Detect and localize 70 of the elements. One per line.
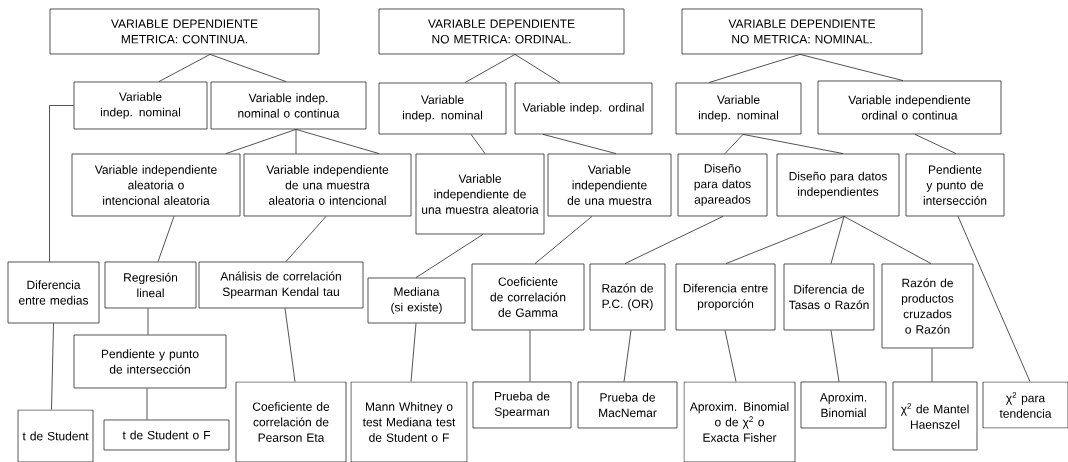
text-box: Variable independiente aleatoria o intencional aleatoria (71, 153, 241, 217)
connector-line (534, 216, 593, 264)
connector-line (724, 330, 737, 382)
connector-line (158, 54, 211, 82)
text-box: Diseño para datos apareados (677, 153, 768, 217)
connector-line (957, 216, 1031, 382)
connector-line (146, 388, 148, 420)
connector-line (843, 216, 932, 264)
connector-line (799, 54, 904, 81)
text-box: VARIABLE DEPENDIENTE METRICA: CONTINUA. (49, 8, 320, 55)
text-box: χ$^{2}$ para tendencia (982, 381, 1068, 429)
text-box: Variable indep. nominal (73, 81, 208, 130)
text-box: Razón de P.C. (OR) (589, 263, 666, 331)
connector-line (623, 330, 632, 382)
text-box: Aproxim. Binomial o de χ$^{2}$ o Exacta Fisher (683, 381, 796, 462)
text-box: Aproxim. Binomial (800, 381, 887, 429)
text-box: t de Student (17, 409, 94, 462)
connector-line (51, 323, 54, 410)
text-box: Diferencia de Tasas o Razón (783, 263, 875, 331)
connector-line (470, 134, 486, 154)
text-box: Prueba de Spearman (472, 381, 572, 429)
connector-line (285, 216, 327, 262)
connector-line (284, 308, 296, 382)
connector-line (542, 134, 617, 154)
connector-line (724, 134, 744, 154)
connector-line (464, 54, 516, 83)
text-box: Variable independiente de una muestra (547, 153, 672, 217)
connector-line (742, 134, 844, 154)
connector-line (225, 129, 297, 154)
text-box: Diseño para datos independientes (776, 153, 900, 217)
text-box: χ$^{2}$ de Mantel Haenszel (892, 381, 978, 451)
text-box: Variable indep. nominal (675, 82, 802, 135)
connector-line (830, 330, 840, 382)
text-box: Mann Whitney o test Mediana test de Student o F (350, 381, 468, 462)
connector-line (209, 54, 287, 82)
connector-line (931, 348, 933, 382)
text-box: t de Student o F (103, 419, 230, 451)
text-box: Análisis de correlación Spearman Kendal tau (198, 261, 364, 309)
text-box: Variable indep. nominal (378, 82, 507, 135)
connector-line (49, 105, 74, 262)
connector-line (147, 308, 149, 335)
text-box: Variable independiente de una muestra aleatoria (415, 153, 545, 235)
connector-line (529, 330, 531, 382)
text-box: Variable independiente de una muestra aleatoria o intencional (243, 153, 412, 217)
connector-line (514, 54, 561, 83)
connector-line (708, 54, 801, 83)
text-box: Variable independiente ordinal o continua (817, 80, 1002, 135)
text-box: Variable indep. nominal o continua (210, 81, 367, 130)
text-box: Regresión lineal (104, 261, 197, 309)
text-box: Mediana (si existe) (367, 277, 466, 324)
connector-line (624, 216, 724, 264)
text-box: Razón de productos cruzados o Razón (881, 263, 974, 349)
text-box: Variable indep. ordinal (514, 82, 653, 135)
connector-line (830, 216, 845, 264)
text-box: Pendiente y punto de intersección (73, 334, 227, 389)
connector-line (415, 234, 484, 278)
text-box: VARIABLE DEPENDIENTE NO METRICA: ORDINAL. (378, 8, 625, 55)
text-box: Coeficiente de correlación de Gamma (471, 263, 585, 331)
connector-line (410, 323, 417, 382)
text-box: Pendiente y punto de intersección (905, 153, 1005, 217)
text-box: Diferencia entre proporción (675, 263, 776, 331)
connector-line (725, 216, 845, 264)
connector-line (914, 134, 957, 154)
connector-line (295, 129, 297, 154)
text-box: VARIABLE DEPENDIENTE NO METRICA: NOMINAL. (681, 8, 923, 55)
connector-line (157, 216, 175, 262)
text-box: Prueba de MacNemar (577, 381, 678, 429)
text-box: Diferencia entre medias (7, 261, 100, 324)
text-box: Coeficiente de correlación de Pearson Eta (235, 381, 347, 462)
connector-line (295, 129, 380, 154)
